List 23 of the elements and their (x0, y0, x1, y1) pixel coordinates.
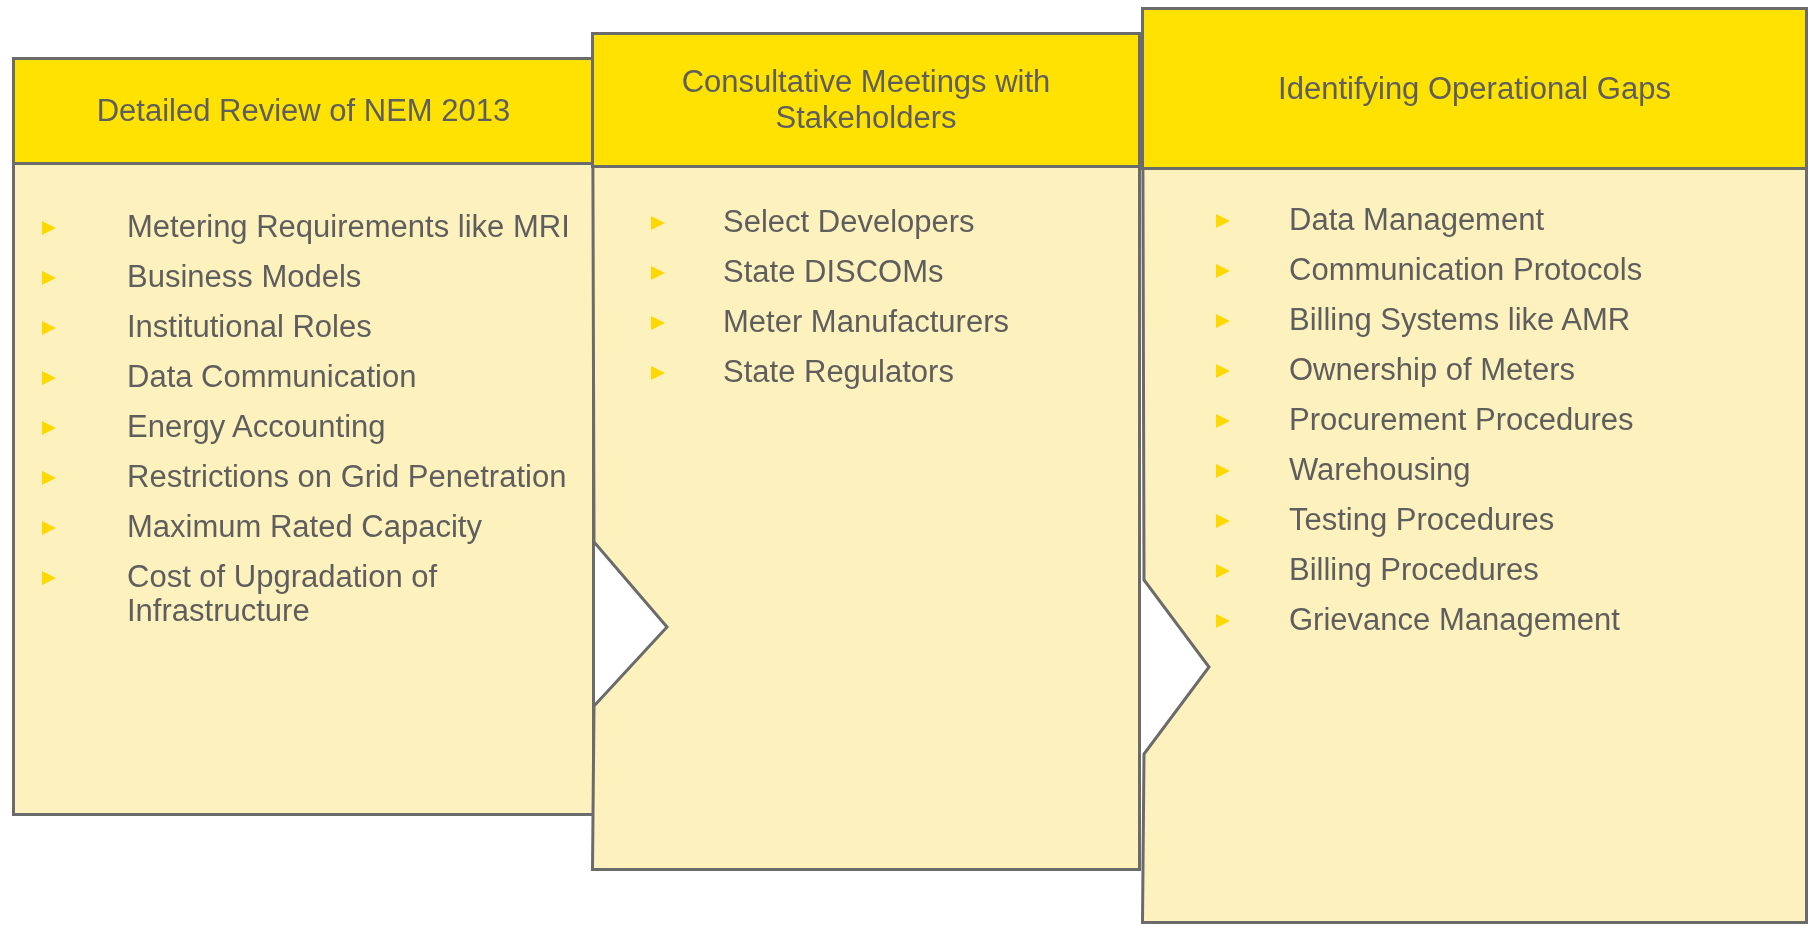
list-item: Maximum Rated Capacity (127, 510, 483, 544)
panel-heading: Consultative Meetings with Stakeholders (591, 32, 1141, 168)
list-item: Grievance Management (1289, 603, 1621, 637)
list-item: Institutional Roles (127, 310, 373, 344)
list-item: Data Communication (127, 360, 418, 394)
list-item: State Regulators (723, 355, 955, 389)
list-item: Business Models (127, 260, 363, 294)
list-item: Data Management (1289, 203, 1546, 237)
list-item: Restrictions on Grid Penetration (127, 460, 568, 494)
list-item: Procurement Procedures (1289, 403, 1635, 437)
list-item: Billing Procedures (1289, 553, 1540, 587)
list-item: Metering Requirements like MRI (127, 210, 571, 244)
list-item: Ownership of Meters (1289, 353, 1576, 387)
list-item: Cost of Upgradation of Infrastructure (127, 560, 439, 628)
list-item: Testing Procedures (1289, 503, 1556, 537)
list-item: Energy Accounting (127, 410, 387, 444)
list-item: Communication Protocols (1289, 253, 1644, 287)
list-item: State DISCOMs (723, 255, 945, 289)
list-item: Billing Systems like AMR (1289, 303, 1632, 337)
list-item: Select Developers (723, 205, 976, 239)
panel-heading: Identifying Operational Gaps (1141, 7, 1808, 170)
list-item: Meter Manufacturers (723, 305, 1010, 339)
list-item: Warehousing (1289, 453, 1472, 487)
